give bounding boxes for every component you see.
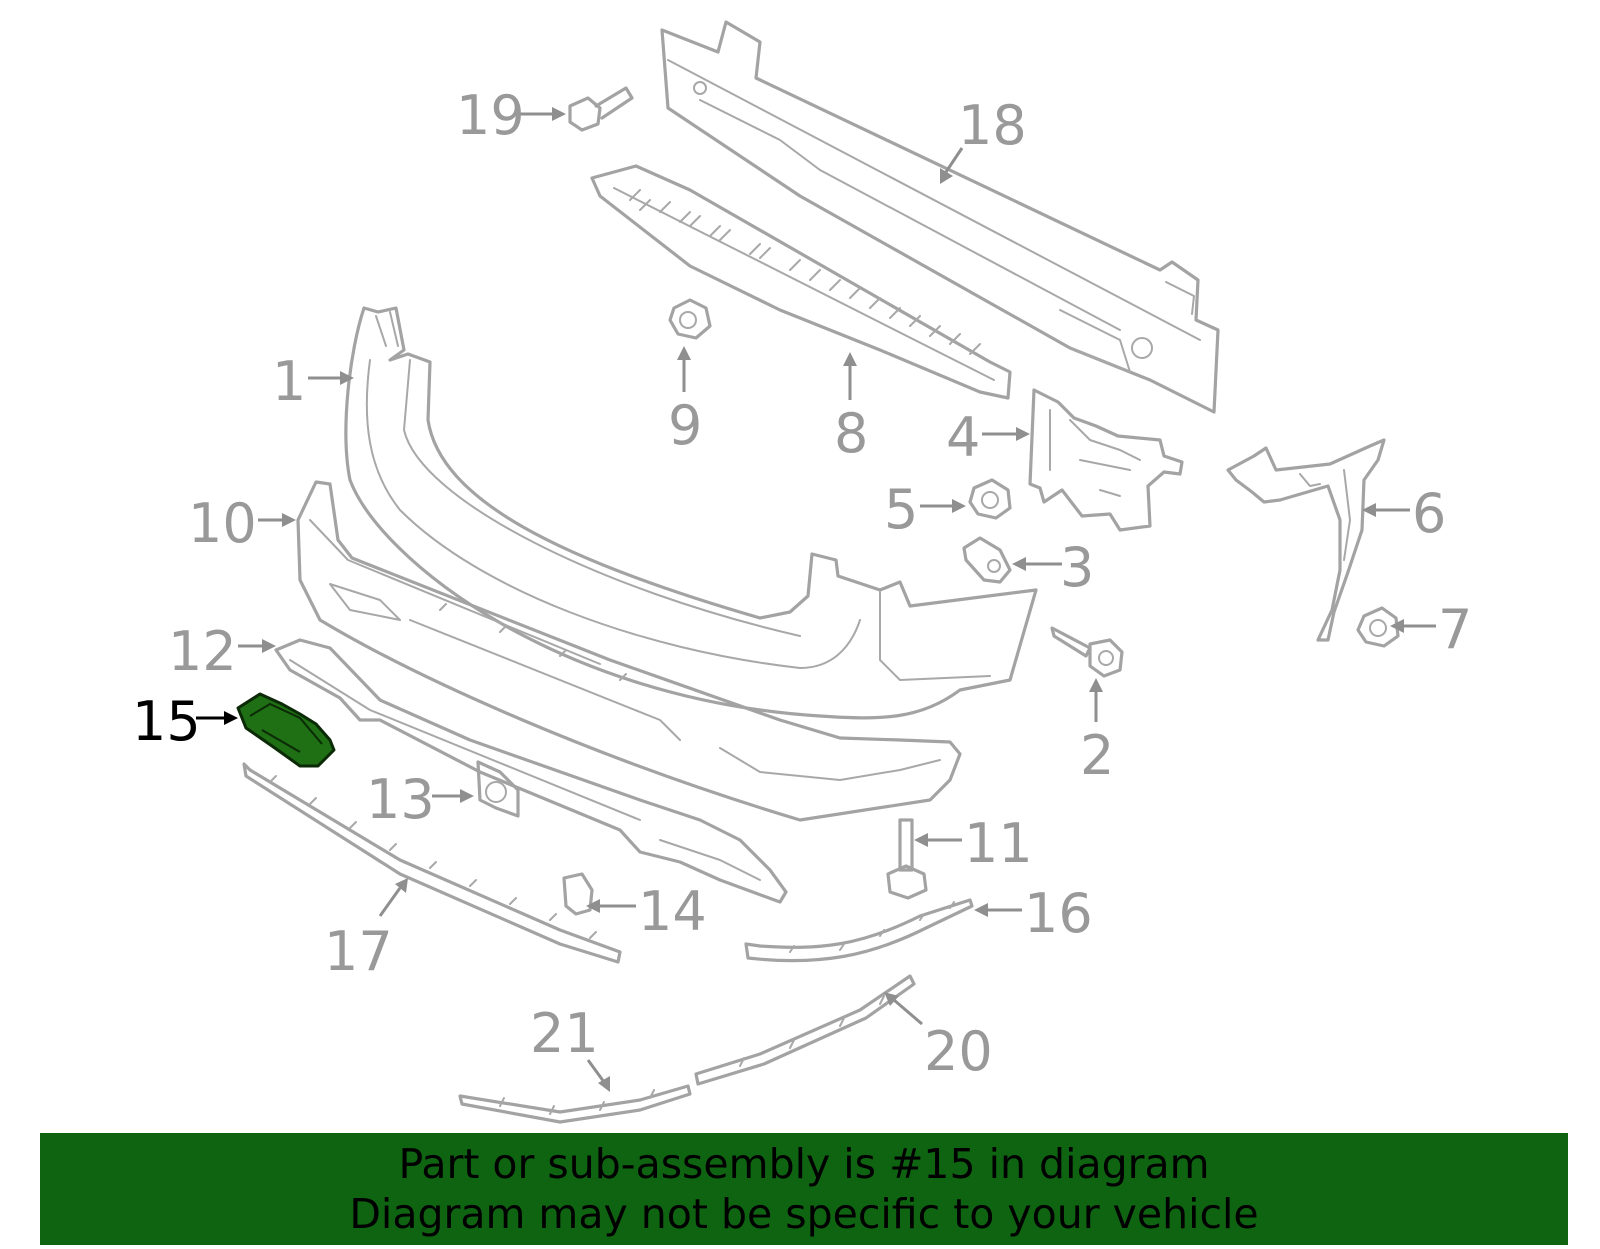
part-3-clip <box>962 536 1012 584</box>
callout-16[interactable]: 16 <box>1024 882 1093 945</box>
part-14-clip <box>562 872 594 916</box>
callout-2[interactable]: 2 <box>1080 724 1114 787</box>
callout-18[interactable]: 18 <box>958 94 1027 157</box>
part-19-bolt <box>568 86 634 132</box>
callout-20[interactable]: 20 <box>924 1020 993 1083</box>
callout-12[interactable]: 12 <box>168 620 237 683</box>
callout-3[interactable]: 3 <box>1060 536 1094 599</box>
callout-6[interactable]: 6 <box>1412 482 1446 545</box>
callout-labels: 1 2 3 4 5 6 7 8 9 10 11 12 13 14 15 16 1… <box>132 84 1472 1083</box>
callout-10[interactable]: 10 <box>188 492 257 555</box>
callout-11[interactable]: 11 <box>964 812 1033 875</box>
callout-7[interactable]: 7 <box>1438 598 1472 661</box>
leader-lines <box>196 107 1436 1092</box>
part-11-bolt <box>886 818 928 900</box>
part-12-lower-trim <box>274 638 788 904</box>
callout-9[interactable]: 9 <box>668 394 702 457</box>
part-6-side-bracket <box>1226 438 1386 642</box>
callout-8[interactable]: 8 <box>834 402 868 465</box>
part-13-clip <box>476 760 520 818</box>
part-21-trim-strip <box>458 1084 692 1124</box>
part-20-trim-strip <box>694 974 916 1086</box>
part-9-nut <box>668 298 712 340</box>
banner-line-disclaimer: Diagram may not be specific to your vehi… <box>349 1190 1259 1238</box>
part-2-screw <box>1050 626 1124 678</box>
part-10-lower-valance <box>296 480 962 822</box>
callout-15[interactable]: 15 <box>132 690 201 753</box>
callout-1[interactable]: 1 <box>272 350 306 413</box>
part-4-bracket <box>1028 388 1184 532</box>
callout-4[interactable]: 4 <box>946 406 980 469</box>
callout-14[interactable]: 14 <box>638 880 707 943</box>
callout-17[interactable]: 17 <box>324 920 393 983</box>
part-16-trim-strip <box>744 898 974 963</box>
callout-21[interactable]: 21 <box>530 1002 599 1065</box>
banner-line-part-number: Part or sub-assembly is #15 in diagram <box>398 1140 1210 1188</box>
part-5-nut <box>968 478 1012 520</box>
callout-13[interactable]: 13 <box>366 768 435 831</box>
callout-19[interactable]: 19 <box>456 84 525 147</box>
part-18-reinforcement-beam <box>660 20 1220 414</box>
part-17-trim-strip <box>242 762 622 964</box>
callout-5[interactable]: 5 <box>884 478 918 541</box>
part-7-nut <box>1356 606 1400 648</box>
part-8-energy-absorber <box>590 164 1012 400</box>
part-1-bumper-cover <box>344 306 1038 720</box>
info-banner: Part or sub-assembly is #15 in diagram D… <box>40 1133 1568 1245</box>
part-15-highlighted[interactable] <box>236 692 336 768</box>
